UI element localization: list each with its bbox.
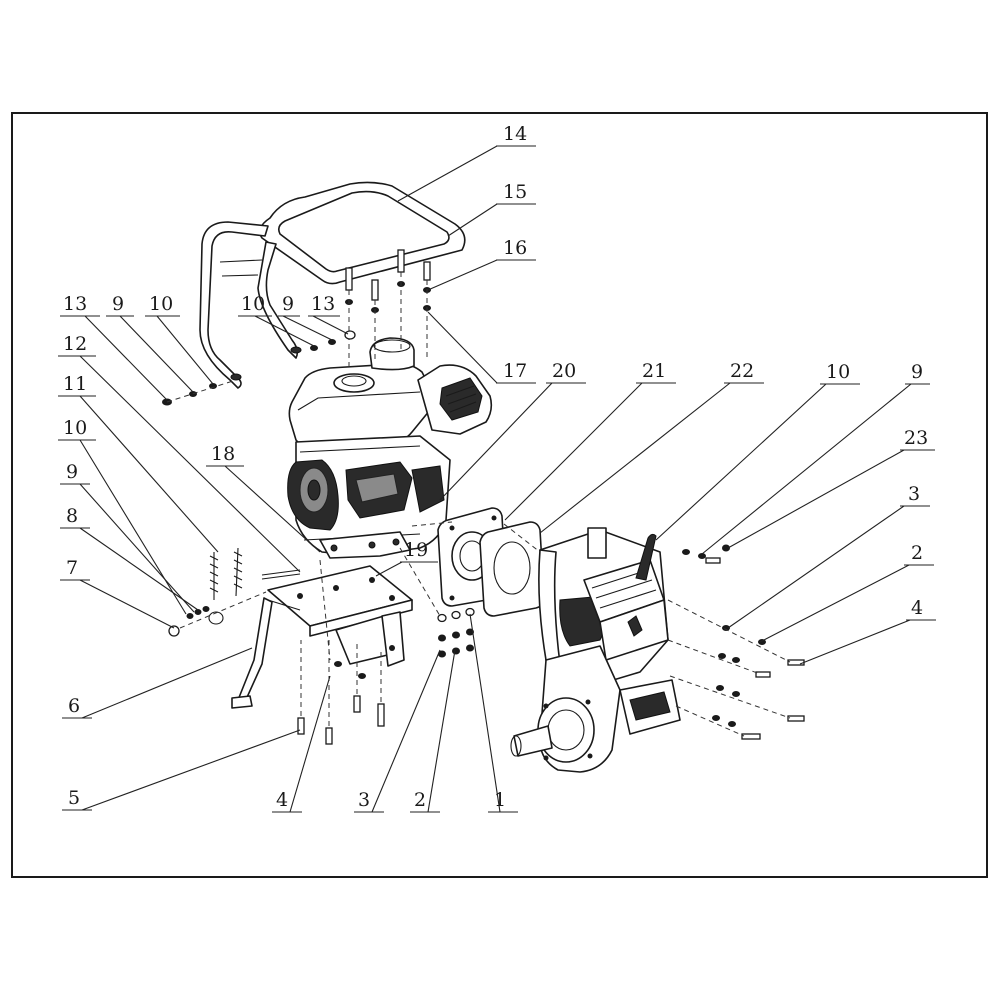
leader-lines (79, 145, 912, 813)
diagram-frame (11, 112, 988, 878)
callout-13-left: 13 (63, 293, 87, 315)
springs-part (209, 547, 243, 600)
callout-7: 7 (66, 557, 78, 579)
pin-washers-part (168, 569, 301, 637)
callout-21: 21 (642, 360, 666, 382)
callout-4-right: 4 (911, 597, 923, 619)
callout-11: 11 (63, 373, 87, 395)
gearbox-bolts (667, 544, 805, 740)
callout-3-right: 3 (908, 483, 920, 505)
engine-mount-bolts (345, 249, 431, 370)
callout-15: 15 (503, 181, 527, 203)
callout-labels: 14 15 16 17 20 21 22 10 9 23 3 2 4 13 9 … (58, 123, 936, 813)
callout-17: 17 (503, 360, 527, 382)
gearbox-part (510, 527, 681, 773)
callout-16: 16 (503, 237, 527, 259)
handle-frame-part (199, 181, 466, 389)
callout-18: 18 (211, 443, 235, 465)
nuts-washers-group (437, 607, 475, 658)
callout-6: 6 (68, 695, 80, 717)
callout-2-right: 2 (911, 542, 923, 564)
callout-10-left: 10 (149, 293, 173, 315)
callout-9-left: 9 (112, 293, 124, 315)
callout-3-bottom: 3 (358, 789, 370, 811)
callout-2-bottom: 2 (414, 789, 426, 811)
callout-14: 14 (503, 123, 527, 145)
alignment-lines (319, 521, 541, 661)
left-handle-bolts (162, 330, 356, 406)
callout-13-mid: 13 (311, 293, 335, 315)
gasket-part (479, 521, 545, 617)
callout-19: 19 (404, 539, 428, 561)
callout-12: 12 (63, 333, 87, 355)
callout-8: 8 (66, 505, 78, 527)
callout-10-mid: 10 (241, 293, 265, 315)
callout-1: 1 (494, 789, 506, 811)
callout-20: 20 (552, 360, 576, 382)
callout-10-lower: 10 (63, 417, 87, 439)
callout-4-bottom: 4 (276, 789, 288, 811)
callout-9-lower: 9 (66, 461, 78, 483)
callout-23: 23 (904, 427, 928, 449)
callout-10-right: 10 (826, 361, 850, 383)
callout-9-right: 9 (911, 361, 923, 383)
engine-base-plate-part (267, 565, 413, 667)
callout-9-mid: 9 (282, 293, 294, 315)
callout-5: 5 (68, 787, 80, 809)
stand-leg-part (231, 597, 301, 709)
callout-22: 22 (730, 360, 754, 382)
plate-bolts (297, 640, 385, 745)
engine-part (287, 337, 493, 559)
